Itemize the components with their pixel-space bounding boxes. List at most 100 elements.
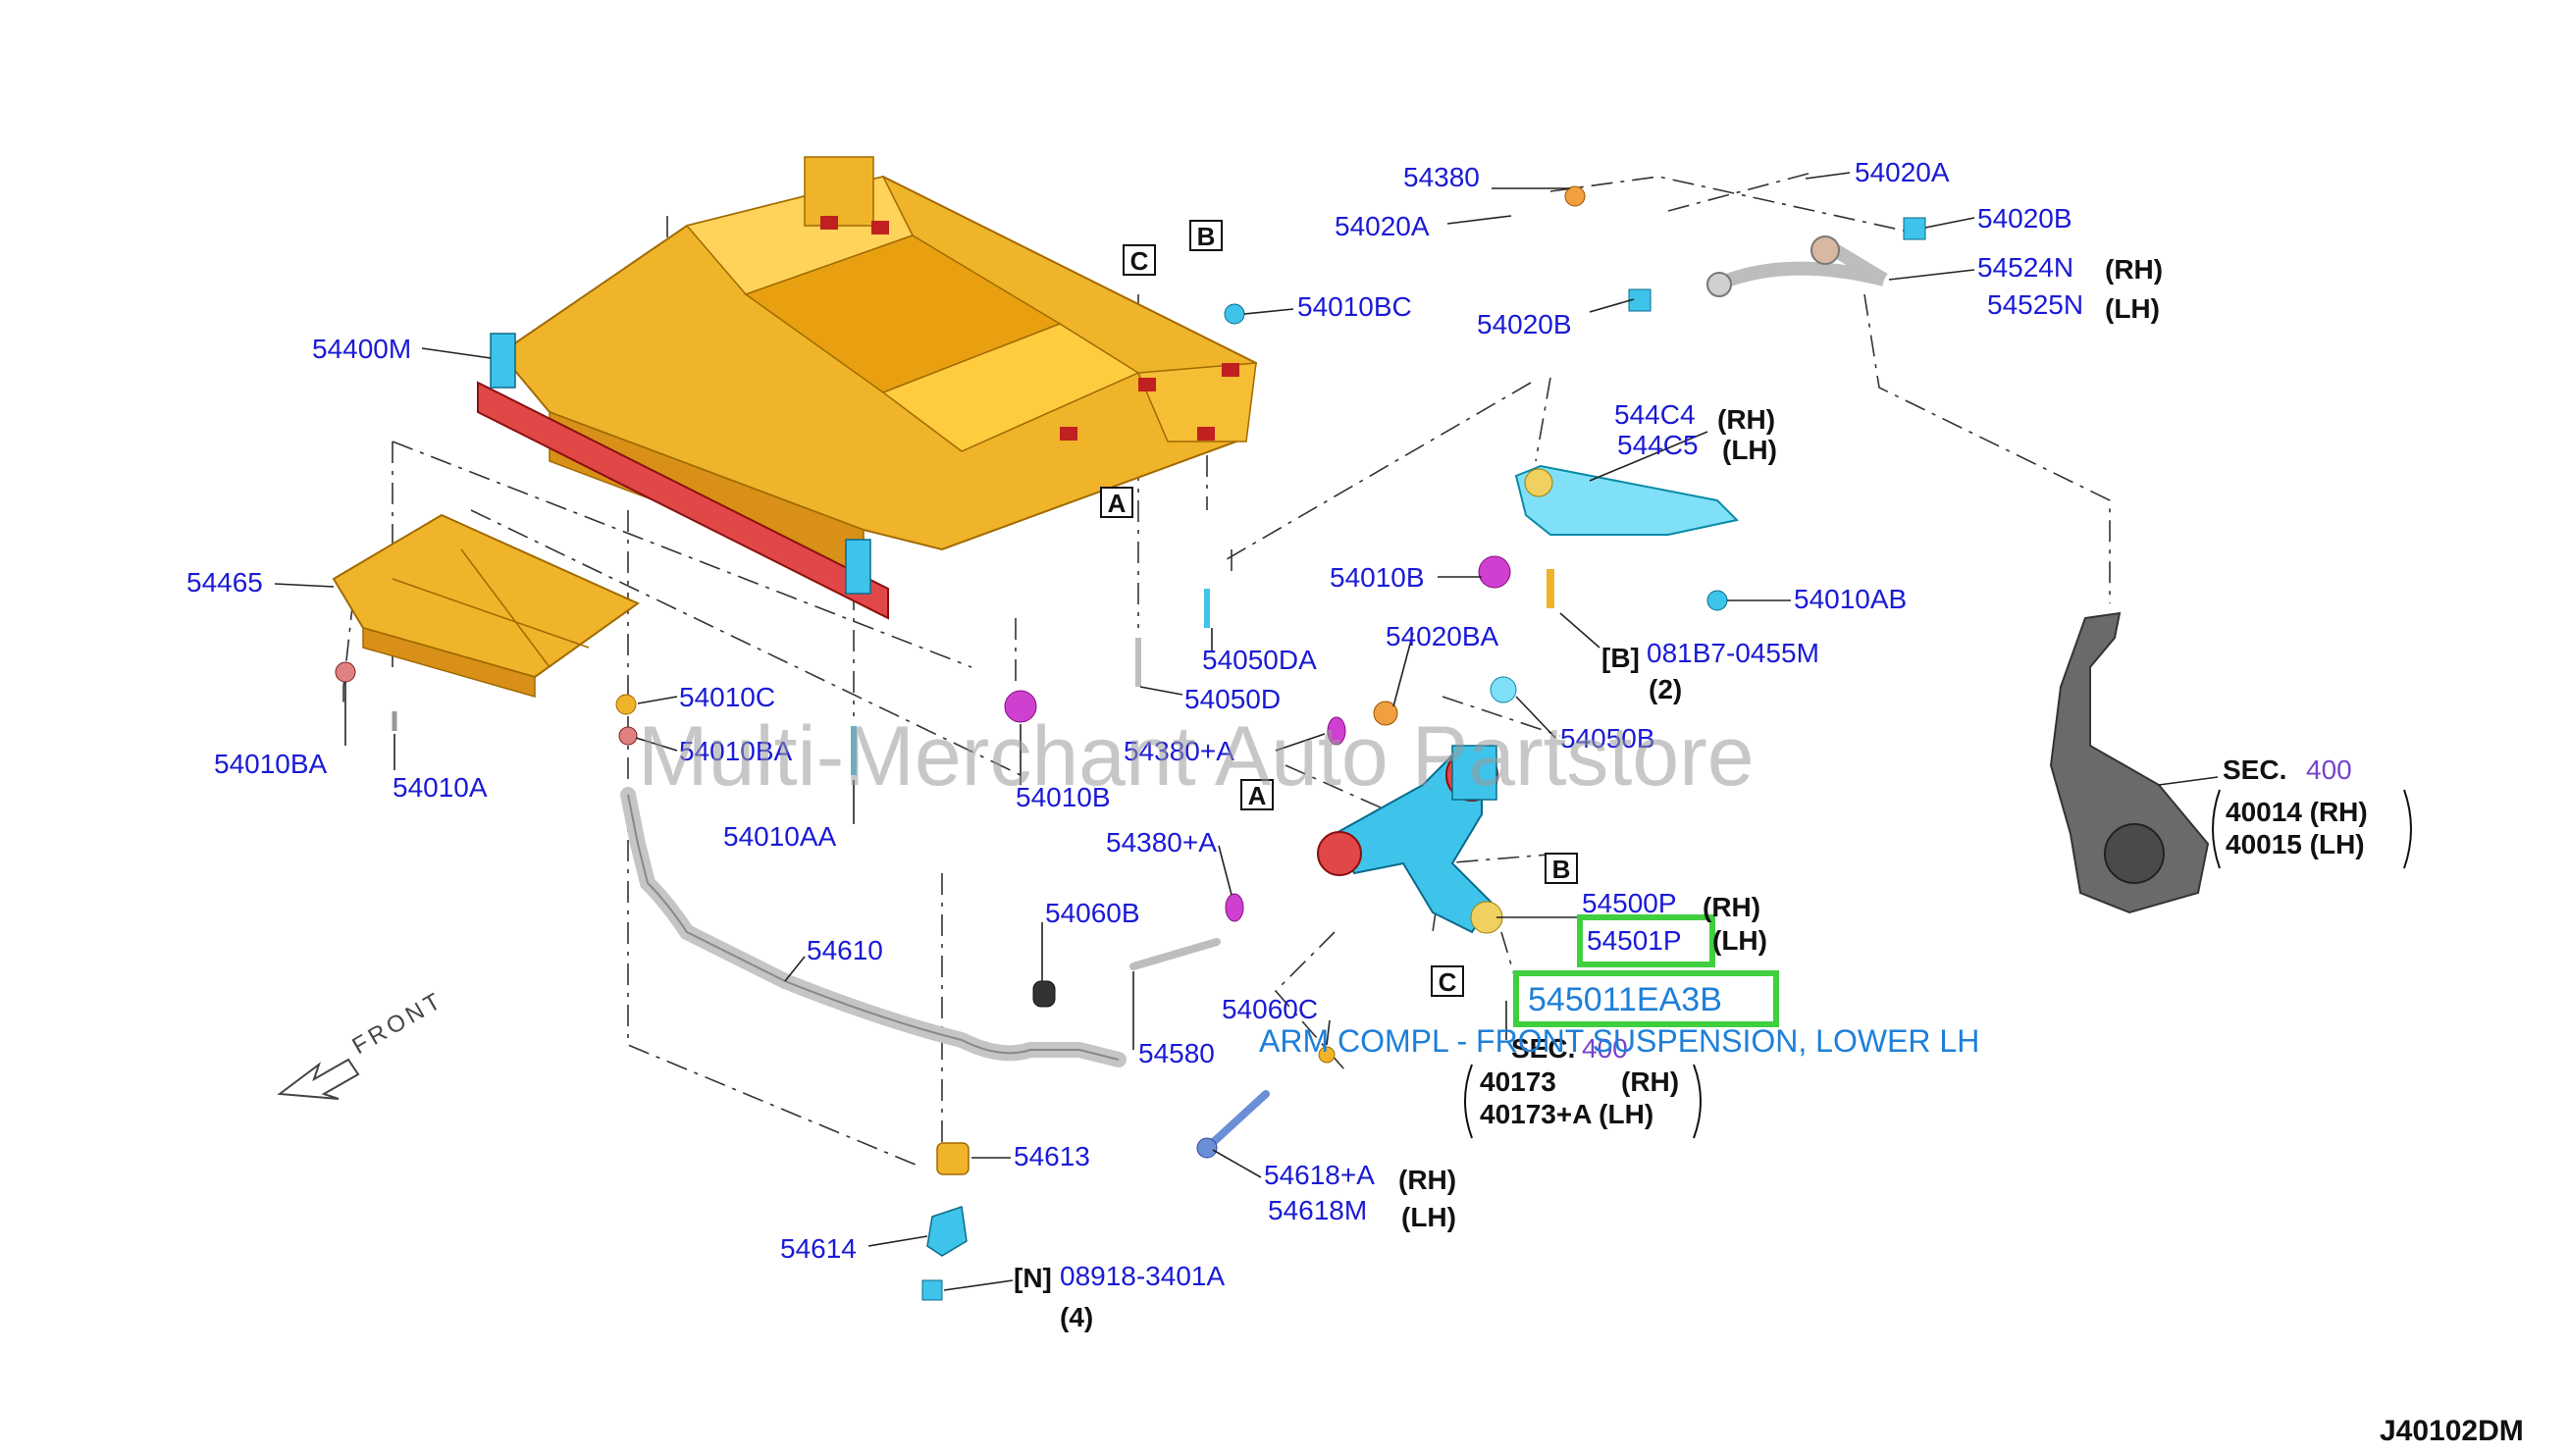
label-54010BA-right[interactable]: 54010BA: [679, 736, 793, 766]
label-54060B[interactable]: 54060B: [1045, 898, 1140, 928]
bushing-54613: [936, 1142, 970, 1175]
link-end-54618: [1196, 1137, 1218, 1159]
watermark: Multi-Merchant Auto Partstore: [638, 709, 1755, 804]
label-08918[interactable]: 08918-3401A: [1060, 1261, 1225, 1291]
beam-mount-right: [845, 539, 871, 595]
label-40015: 40015 (LH): [2226, 829, 2365, 859]
label-40173A: 40173+A (LH): [1480, 1099, 1653, 1129]
label-sec-knuckle[interactable]: SEC.: [2223, 754, 2286, 785]
bolt-54580: [1129, 938, 1221, 970]
label-54500P[interactable]: 54500P: [1582, 888, 1677, 918]
label-544C5-side: (LH): [1722, 435, 1777, 465]
label-40014: 40014 (RH): [2226, 797, 2368, 827]
label-40173-side: (RH): [1621, 1066, 1679, 1097]
label-54050B[interactable]: 54050B: [1560, 723, 1655, 754]
highlight-part-description: ARM COMPL - FRONT SUSPENSION, LOWER LH: [1259, 1023, 1979, 1059]
label-sec-arm[interactable]: SEC.: [1511, 1033, 1575, 1064]
label-40173: 40173: [1480, 1066, 1556, 1097]
label-54020A-left[interactable]: 54020A: [1335, 211, 1430, 241]
label-54050D[interactable]: 54050D: [1184, 684, 1281, 714]
label-544C5[interactable]: 544C5: [1617, 430, 1699, 460]
front-crossmember: [498, 156, 1258, 581]
label-54020A-right[interactable]: 54020A: [1855, 157, 1950, 187]
label-54524N-side: (RH): [2105, 254, 2163, 285]
label-54010A[interactable]: 54010A: [393, 772, 488, 803]
label-54010BC[interactable]: 54010BC: [1297, 291, 1412, 322]
label-08918-qty: (4): [1060, 1302, 1093, 1332]
label-54010C[interactable]: 54010C: [679, 682, 775, 712]
label-54010AA[interactable]: 54010AA: [723, 821, 837, 852]
skid-plate: [332, 513, 640, 698]
label-54010AB[interactable]: 54010AB: [1794, 584, 1907, 614]
highlight-box-54501P: [1577, 914, 1715, 967]
label-54610[interactable]: 54610: [807, 935, 883, 965]
part-labels: 54380 54020A 54020A 54020B 54524N (RH) 5…: [186, 157, 2368, 1332]
steering-knuckle: [2049, 611, 2210, 914]
label-54060C[interactable]: 54060C: [1222, 994, 1318, 1024]
label-54010B-upper[interactable]: 54010B: [1330, 562, 1425, 593]
washer-54010BA-left: [335, 661, 356, 683]
label-54501P[interactable]: 54501P: [1587, 925, 1682, 956]
washer-54380A-2: [1225, 893, 1244, 922]
label-54020B-right[interactable]: 54020B: [1977, 203, 2072, 234]
label-08918-bracket: [N]: [1014, 1263, 1052, 1293]
front-arrow-icon: [277, 1058, 360, 1100]
label-54500P-side: (RH): [1703, 892, 1760, 922]
upper-arm: [1706, 235, 1888, 297]
nut-54020BA: [1373, 701, 1398, 726]
label-081B7-bracket: [B]: [1601, 643, 1640, 673]
washer-54010BA: [618, 726, 638, 746]
upper-link-bushing: [1524, 468, 1553, 497]
bushing-54060B: [1032, 980, 1056, 1008]
marker-A-arm: A: [1248, 781, 1267, 810]
label-54524N[interactable]: 54524N: [1977, 252, 2073, 283]
front-direction-indicator: FRONT: [277, 986, 448, 1100]
label-54380A-lower[interactable]: 54380+A: [1106, 827, 1217, 858]
label-54380A-upper[interactable]: 54380+A: [1124, 736, 1234, 766]
label-54618M[interactable]: 54618M: [1268, 1195, 1367, 1225]
leader-lines: [274, 172, 2219, 1291]
bushing-54010B-purple: [1004, 690, 1037, 723]
label-54525N-side: (LH): [2105, 293, 2160, 324]
beam-mount-left: [490, 333, 516, 389]
crossmember-front-beam: [477, 381, 889, 620]
label-54050DA[interactable]: 54050DA: [1202, 645, 1317, 675]
label-54614[interactable]: 54614: [780, 1233, 857, 1264]
label-081B7[interactable]: 081B7-0455M: [1647, 638, 1819, 668]
label-544C4[interactable]: 544C4: [1614, 399, 1696, 430]
label-54020B-left[interactable]: 54020B: [1477, 309, 1572, 339]
arm-bracket-right: [1693, 1064, 1702, 1139]
upper-link-544C4: [1514, 464, 1740, 536]
label-54010BA-left[interactable]: 54010BA: [214, 749, 328, 779]
label-54020BA[interactable]: 54020BA: [1386, 621, 1499, 651]
label-54618A[interactable]: 54618+A: [1264, 1160, 1375, 1190]
washer-54380: [1564, 185, 1586, 207]
bolt-54010AB: [1706, 590, 1728, 611]
stabilizer-bar-outline: [627, 794, 1120, 1061]
stabilizer-link-54618: [1203, 1090, 1270, 1152]
label-081B7-qty: (2): [1649, 674, 1682, 704]
label-54465[interactable]: 54465: [186, 567, 263, 598]
highlight-part-number[interactable]: 545011EA3B: [1528, 981, 1722, 1018]
bushing-54010B-upper: [1478, 555, 1511, 589]
reference-markers: C B A A B C: [1100, 220, 1578, 997]
marker-B-arm: B: [1552, 855, 1571, 884]
label-54613[interactable]: 54613: [1014, 1141, 1090, 1171]
nut-08918: [921, 1279, 943, 1301]
label-54525N[interactable]: 54525N: [1987, 289, 2083, 320]
washer-54380A-1: [1327, 716, 1346, 746]
arm-bracket-left: [1464, 1064, 1473, 1139]
label-54010B-lower[interactable]: 54010B: [1016, 782, 1111, 812]
label-54380[interactable]: 54380: [1403, 162, 1480, 192]
label-54400M[interactable]: 54400M: [312, 334, 411, 364]
bracket-54614: [926, 1206, 968, 1257]
label-sec-knuckle-number[interactable]: 400: [2306, 754, 2352, 785]
label-54501P-side: (LH): [1712, 925, 1767, 956]
nut-54010BC: [1224, 303, 1245, 325]
label-sec-arm-number[interactable]: 400: [1582, 1033, 1628, 1064]
label-54580[interactable]: 54580: [1138, 1038, 1215, 1068]
washer-54010C: [615, 694, 637, 715]
highlight-box-545011EA3B: [1513, 970, 1779, 1027]
drawing-code: J40102DM: [2380, 1415, 2524, 1447]
